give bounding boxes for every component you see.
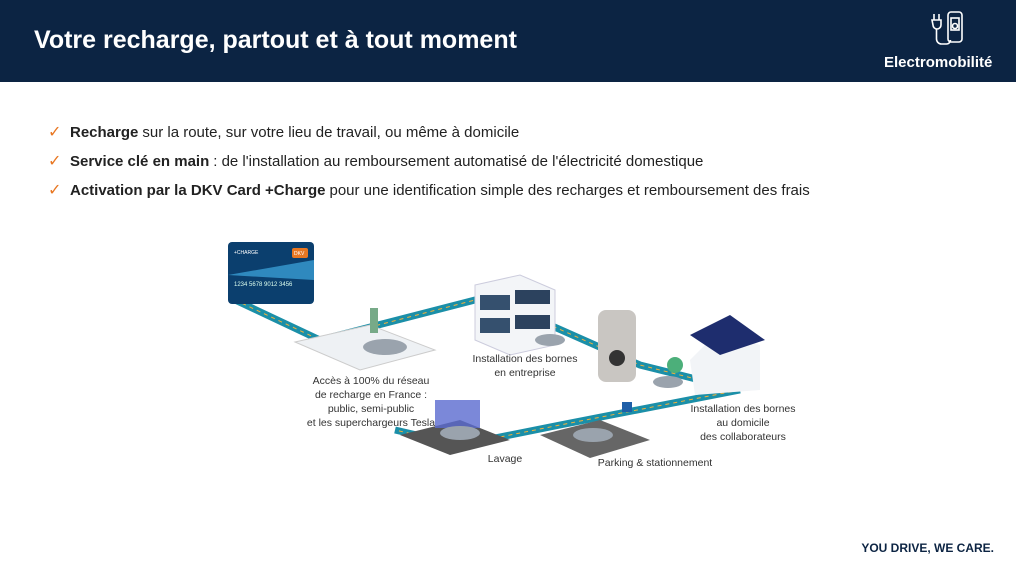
bullet-bold: Activation par la DKV Card +Charge bbox=[70, 182, 326, 199]
list-item: ✓ Service clé en main: de l'installation … bbox=[48, 151, 810, 180]
header-bar: Votre recharge, partout et à tout moment… bbox=[0, 0, 1016, 82]
bullet-text: sur la route, sur votre lieu de travail,… bbox=[142, 124, 520, 141]
bullet-text: : de l'installation au remboursement aut… bbox=[213, 153, 704, 170]
wash-label: Lavage bbox=[487, 453, 523, 465]
charging-journey-illustration: +CHARGE DKV 1234 5678 9012 3456 bbox=[228, 242, 765, 458]
office-building bbox=[474, 274, 565, 356]
check-icon: ✓ bbox=[48, 124, 62, 141]
ev-charger-icon bbox=[931, 11, 963, 45]
dkv-card: +CHARGE DKV 1234 5678 9012 3456 bbox=[228, 242, 314, 304]
wallbox-charger bbox=[598, 310, 636, 382]
check-icon: ✓ bbox=[48, 153, 62, 170]
svg-text:1234 5678 9012 3456: 1234 5678 9012 3456 bbox=[234, 282, 293, 288]
house bbox=[653, 315, 765, 395]
bullet-text: pour une identification simple des recha… bbox=[329, 182, 810, 199]
car-wash bbox=[400, 400, 510, 455]
check-icon: ✓ bbox=[48, 182, 62, 199]
svg-text:+CHARGE: +CHARGE bbox=[234, 250, 259, 256]
page-title: Votre recharge, partout et à tout moment bbox=[34, 26, 517, 54]
public-charging-station bbox=[293, 308, 437, 371]
parking-label: Parking & stationnement bbox=[597, 457, 713, 469]
tagline: YOU DRIVE, WE CARE. bbox=[861, 541, 994, 555]
bullet-bold: Recharge bbox=[70, 124, 139, 141]
electromobilite-badge: Electromobilité bbox=[884, 54, 993, 71]
bullet-bold: Service clé en main bbox=[70, 153, 210, 170]
parking-lot bbox=[540, 402, 650, 458]
svg-text:DKV: DKV bbox=[294, 251, 305, 257]
